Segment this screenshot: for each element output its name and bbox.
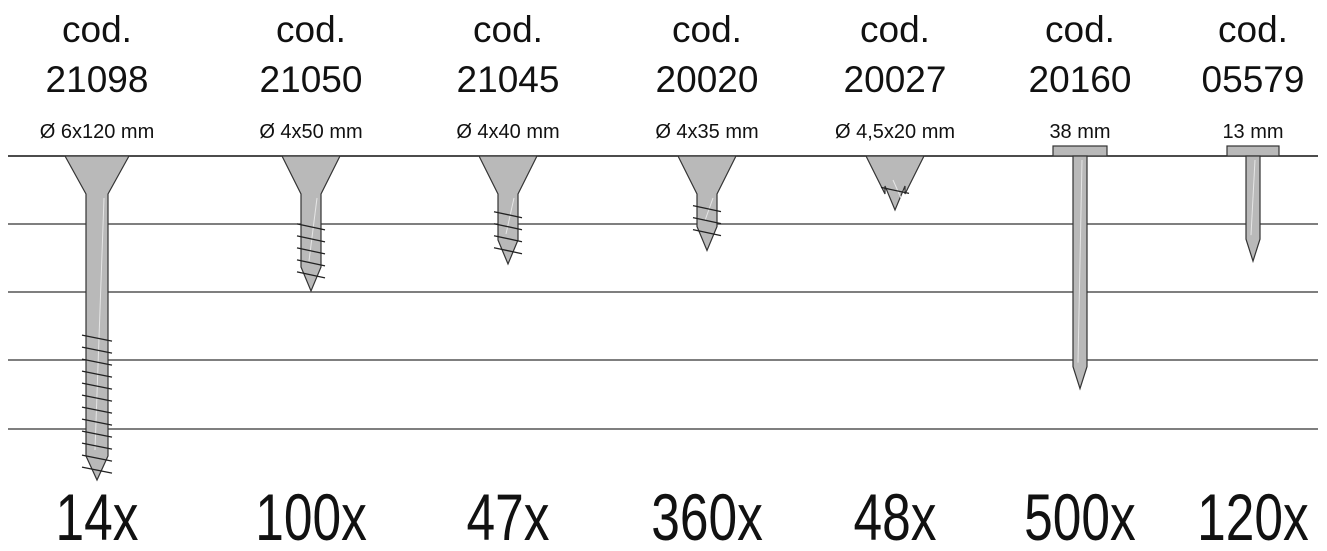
- thread-line: [296, 223, 326, 231]
- nail-head: [1052, 145, 1108, 157]
- thread-line: [296, 259, 326, 267]
- fastener-20160: [1052, 145, 1108, 391]
- thread-line: [81, 442, 113, 450]
- thread-line: [81, 346, 113, 354]
- size-label: Ø 6x120 mm: [40, 121, 154, 143]
- thread-line: [81, 418, 113, 426]
- product-code: 20027: [844, 59, 947, 100]
- fastener-21045: [478, 155, 538, 266]
- thread-line: [296, 271, 326, 279]
- product-code: 21045: [457, 59, 560, 100]
- size-label: Ø 4x50 mm: [259, 121, 362, 143]
- quantity-label: 47x: [467, 480, 550, 551]
- fasteners-group: [63, 145, 1280, 482]
- screw-body: [677, 155, 737, 253]
- fastener-05579: [1226, 145, 1280, 264]
- thread-line: [81, 394, 113, 402]
- thread-line: [493, 223, 523, 231]
- size-label: Ø 4,5x20 mm: [835, 121, 955, 143]
- nail-head: [1226, 145, 1280, 157]
- quantity-label: 14x: [56, 480, 139, 551]
- screw-shine: [505, 197, 515, 235]
- code-prefix-label: cod.: [1045, 9, 1115, 50]
- code-prefix-label: cod.: [473, 9, 543, 50]
- nail-shine: [1077, 159, 1083, 363]
- thread-line: [493, 211, 523, 219]
- quantity-label: 500x: [1024, 480, 1136, 551]
- screw-shine: [94, 197, 105, 451]
- reference-lines: [8, 155, 1318, 430]
- thread-line: [493, 247, 523, 255]
- size-label: 13 mm: [1222, 121, 1283, 143]
- thread-line: [81, 466, 113, 474]
- code-prefix-label: cod.: [62, 9, 132, 50]
- thread-line: [81, 430, 113, 438]
- code-prefix-label: cod.: [860, 9, 930, 50]
- thread-line: [81, 358, 113, 366]
- code-prefix-label: cod.: [672, 9, 742, 50]
- thread-line: [81, 454, 113, 462]
- product-code: 20020: [656, 59, 759, 100]
- size-label: Ø 4x40 mm: [456, 121, 559, 143]
- thread-line: [81, 382, 113, 390]
- product-code: 21050: [260, 59, 363, 100]
- quantity-label: 360x: [651, 480, 763, 551]
- code-prefix-label: cod.: [276, 9, 346, 50]
- fastener-21098: [63, 155, 131, 482]
- screw-body: [281, 155, 341, 293]
- thread-line: [692, 204, 722, 213]
- screw-body: [63, 155, 131, 482]
- code-prefix-label: cod.: [1218, 9, 1288, 50]
- thread-line: [692, 216, 722, 225]
- quantity-label: 48x: [854, 480, 937, 551]
- nail-shine: [1250, 159, 1256, 236]
- size-label: Ø 4x35 mm: [655, 121, 758, 143]
- thread-line: [493, 235, 523, 243]
- fastener-21050: [281, 155, 341, 293]
- thread-line: [296, 235, 326, 243]
- thread-line: [81, 370, 113, 378]
- quantity-label: 100x: [255, 480, 367, 551]
- size-label: 38 mm: [1049, 121, 1110, 143]
- thread-line: [81, 406, 113, 414]
- product-code: 05579: [1202, 59, 1305, 100]
- fastener-20020: [677, 155, 737, 253]
- thread-line: [692, 228, 722, 237]
- thread-line: [880, 186, 910, 195]
- thread-line: [296, 247, 326, 255]
- screw-body: [478, 155, 538, 266]
- labels-group: cod. 21098 Ø 6x120 mm 14x cod. 21050 Ø 4x50 mm…: [40, 9, 1309, 551]
- product-code: 20160: [1029, 59, 1132, 100]
- screw-body: [865, 155, 925, 212]
- thread-line: [81, 334, 113, 342]
- screw-shine: [892, 179, 902, 199]
- product-code: 21098: [46, 59, 149, 100]
- nail-shank: [1245, 155, 1261, 264]
- quantity-label: 120x: [1197, 480, 1309, 551]
- fastener-20027: [865, 155, 925, 212]
